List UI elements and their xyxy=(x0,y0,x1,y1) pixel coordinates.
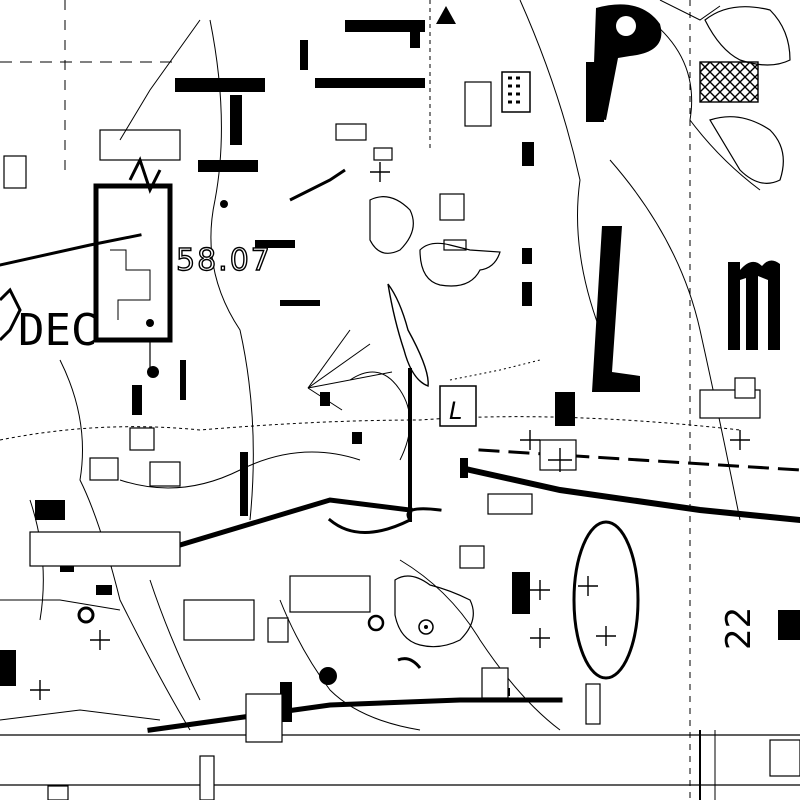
large-glyph-p xyxy=(592,4,662,120)
fine-lines xyxy=(0,0,721,721)
box-letter-label: L xyxy=(449,397,462,425)
framed-box xyxy=(93,183,173,378)
parcel-outlines xyxy=(3,81,800,800)
point-symbols xyxy=(77,6,640,685)
irregular-outlines xyxy=(369,6,791,648)
step-linework xyxy=(0,156,422,669)
building-icon xyxy=(501,71,531,113)
contour-lines xyxy=(0,0,761,731)
large-letter-l xyxy=(592,226,640,392)
box-letter-frame: L xyxy=(439,385,477,427)
road-dashed xyxy=(478,448,800,472)
road-mid xyxy=(176,497,413,549)
hatched-block xyxy=(699,61,759,103)
large-lettering xyxy=(592,4,780,392)
elevation-label: 58.07 xyxy=(176,243,272,278)
road-curve xyxy=(327,507,442,534)
road-main-diagonal xyxy=(466,466,800,524)
large-letter-m xyxy=(728,260,780,350)
road-number-label: 22 xyxy=(719,607,759,650)
road-layer xyxy=(0,233,800,733)
area-name-fragment: DEC xyxy=(18,305,97,356)
road-lower-band xyxy=(147,697,563,733)
heavy-blocks xyxy=(0,20,800,722)
cross-marks xyxy=(30,162,750,700)
map-labels: 58.07 DEC 22 L xyxy=(18,242,759,650)
road-left xyxy=(0,233,142,267)
